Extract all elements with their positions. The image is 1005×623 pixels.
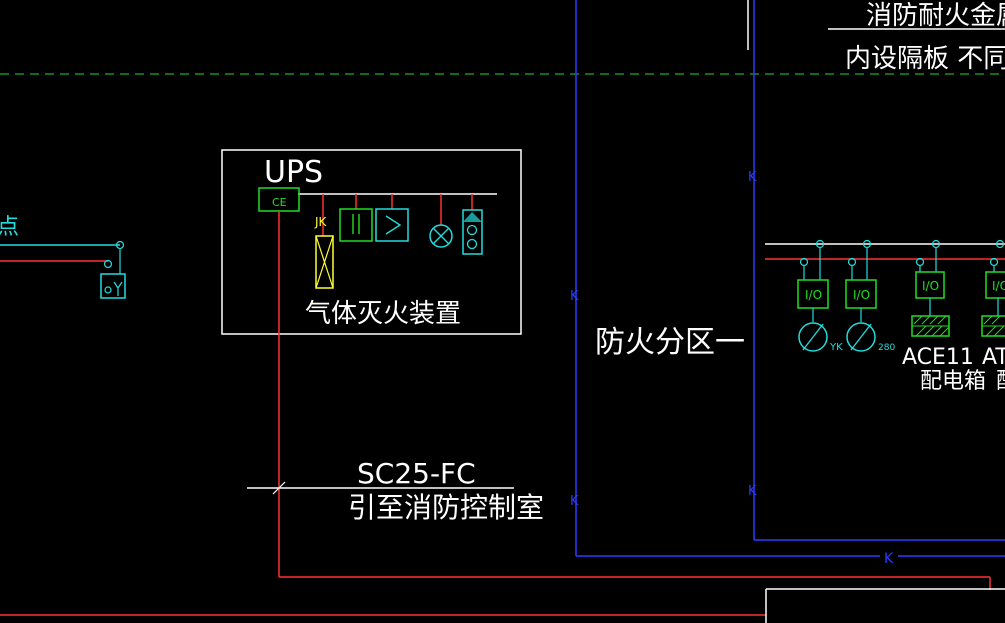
motor-circle-icon xyxy=(846,322,876,352)
top-right-subtitle: 内设隔板 不同 xyxy=(845,44,1005,74)
lamp-cross-icon xyxy=(429,224,453,248)
tap-icon xyxy=(995,239,1005,249)
tower-lamp1 xyxy=(466,224,478,236)
tower-top-hatch xyxy=(463,212,482,222)
socket-y-icon xyxy=(113,281,123,296)
left-tap-icon xyxy=(115,240,125,250)
dist-box-hatch-lines xyxy=(982,315,1005,337)
gas-extinguishing-panel: UPS CE JK 气体灭火装置 xyxy=(221,149,522,335)
cable-dest: 引至消防控制室 xyxy=(348,491,544,524)
k-marker-5: K xyxy=(884,551,894,567)
io-label-1: I/O xyxy=(805,288,822,302)
cable-spec: SC25-FC xyxy=(357,457,476,490)
switch-s-glyph xyxy=(385,215,402,235)
io-label-2: I/O xyxy=(853,288,870,302)
right-panel: I/O YK I/O 280 I/O I/O ACE1 xyxy=(765,239,1005,394)
motor-circle-icon xyxy=(798,322,828,352)
bottom-right-frame xyxy=(765,588,1005,623)
tap-icon xyxy=(989,257,999,267)
k-marker-3: K xyxy=(748,170,757,185)
jk-label: JK xyxy=(314,215,328,229)
k-marker-1: K xyxy=(570,289,579,304)
callout-tick xyxy=(272,481,286,495)
tap-icon xyxy=(799,257,809,267)
title-block: 消防耐火金属 内设隔板 不同 xyxy=(747,0,1005,74)
socket-inner-icon xyxy=(104,286,112,294)
left-branch: 点 xyxy=(0,215,126,299)
dist-box-hatch-lines xyxy=(912,315,950,337)
yk-label: YK xyxy=(829,342,843,353)
k-marker-4: K xyxy=(748,484,757,499)
ups-label: UPS xyxy=(264,155,323,190)
k-marker-bg xyxy=(880,550,898,564)
relay-j-glyph xyxy=(352,214,360,234)
dist-box-partial: 配 xyxy=(996,369,1005,394)
io-module-icon xyxy=(985,271,1005,299)
dist-box-label: 配电箱 xyxy=(920,369,986,394)
t280-label: 280 xyxy=(878,343,895,353)
device-caption: 气体灭火装置 xyxy=(305,299,461,329)
cable-callout: SC25-FC 引至消防控制室 xyxy=(247,457,544,524)
tap-icon xyxy=(915,257,925,267)
blue-wiring: K K K K K xyxy=(570,0,1005,567)
io-label-4: I/O xyxy=(992,279,1005,293)
lamp-cross-glyph xyxy=(432,227,450,245)
red-cable-route xyxy=(0,211,991,616)
ace11-label: ACE11 xyxy=(902,345,974,370)
left-tap2-icon xyxy=(103,259,113,269)
signal-tower-icon xyxy=(462,209,483,255)
socket-icon xyxy=(100,273,126,299)
tap-icon xyxy=(931,239,941,249)
ace11-partial: AT xyxy=(982,345,1005,370)
relay-j-icon xyxy=(339,208,373,242)
k-marker-2: K xyxy=(570,494,579,509)
tap-icon xyxy=(862,239,872,249)
fire-zone-label: 防火分区一 xyxy=(595,325,745,360)
jk-coil-cross xyxy=(315,235,334,289)
motor-slash xyxy=(802,323,824,351)
panel-frame xyxy=(221,149,522,335)
tap-icon xyxy=(815,239,825,249)
tower-lamp2 xyxy=(466,238,478,250)
io-label-3: I/O xyxy=(922,279,939,293)
ce-label: CE xyxy=(272,196,287,209)
tap-icon xyxy=(847,257,857,267)
motor-slash xyxy=(850,323,872,351)
switch-s-icon xyxy=(375,208,409,242)
left-cut-text: 点 xyxy=(0,215,19,240)
top-right-title: 消防耐火金属 xyxy=(866,1,1005,31)
jk-coil-icon xyxy=(315,235,334,289)
